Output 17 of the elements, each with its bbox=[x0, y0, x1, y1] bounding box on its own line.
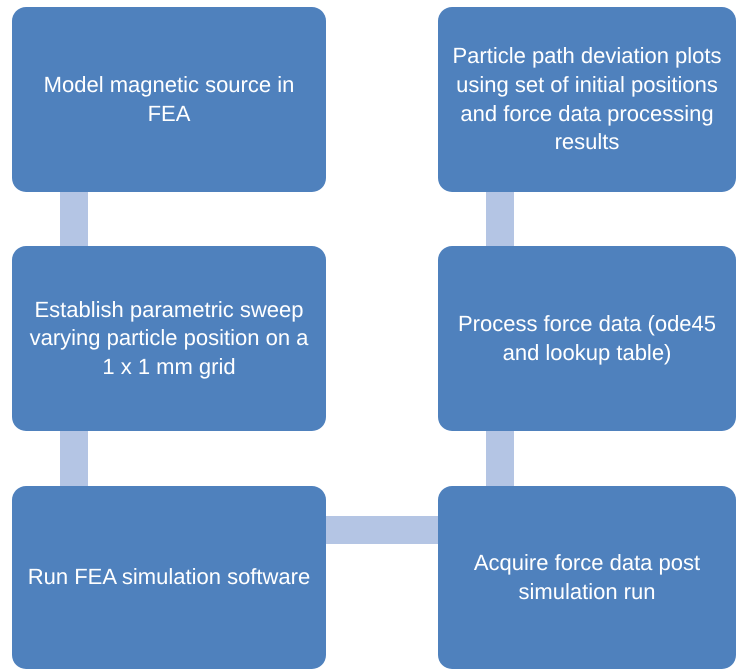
step-text: Run FEA simulation software bbox=[28, 563, 310, 592]
connector-bar bbox=[60, 431, 88, 486]
step-text: Process force data (ode45 and lookup table) bbox=[456, 310, 718, 367]
process-box bbox=[438, 7, 736, 192]
process-box bbox=[438, 486, 736, 669]
process-box bbox=[438, 246, 736, 431]
step-text: Establish parametric sweep varying particle position on a 1 x 1 mm grid bbox=[28, 296, 310, 381]
connector-bar bbox=[486, 431, 514, 486]
process-box bbox=[12, 486, 326, 669]
connector-bar bbox=[486, 192, 514, 246]
connector-bar bbox=[60, 192, 88, 246]
step-text: Model magnetic source in FEA bbox=[42, 70, 296, 128]
process-box bbox=[12, 246, 326, 431]
step-text: Acquire force data post simulation run bbox=[472, 548, 702, 606]
process-box bbox=[12, 7, 326, 192]
step-text: Particle path deviation plots using set of initial positions and force data processing results bbox=[452, 42, 722, 156]
connector-bar bbox=[326, 516, 438, 544]
